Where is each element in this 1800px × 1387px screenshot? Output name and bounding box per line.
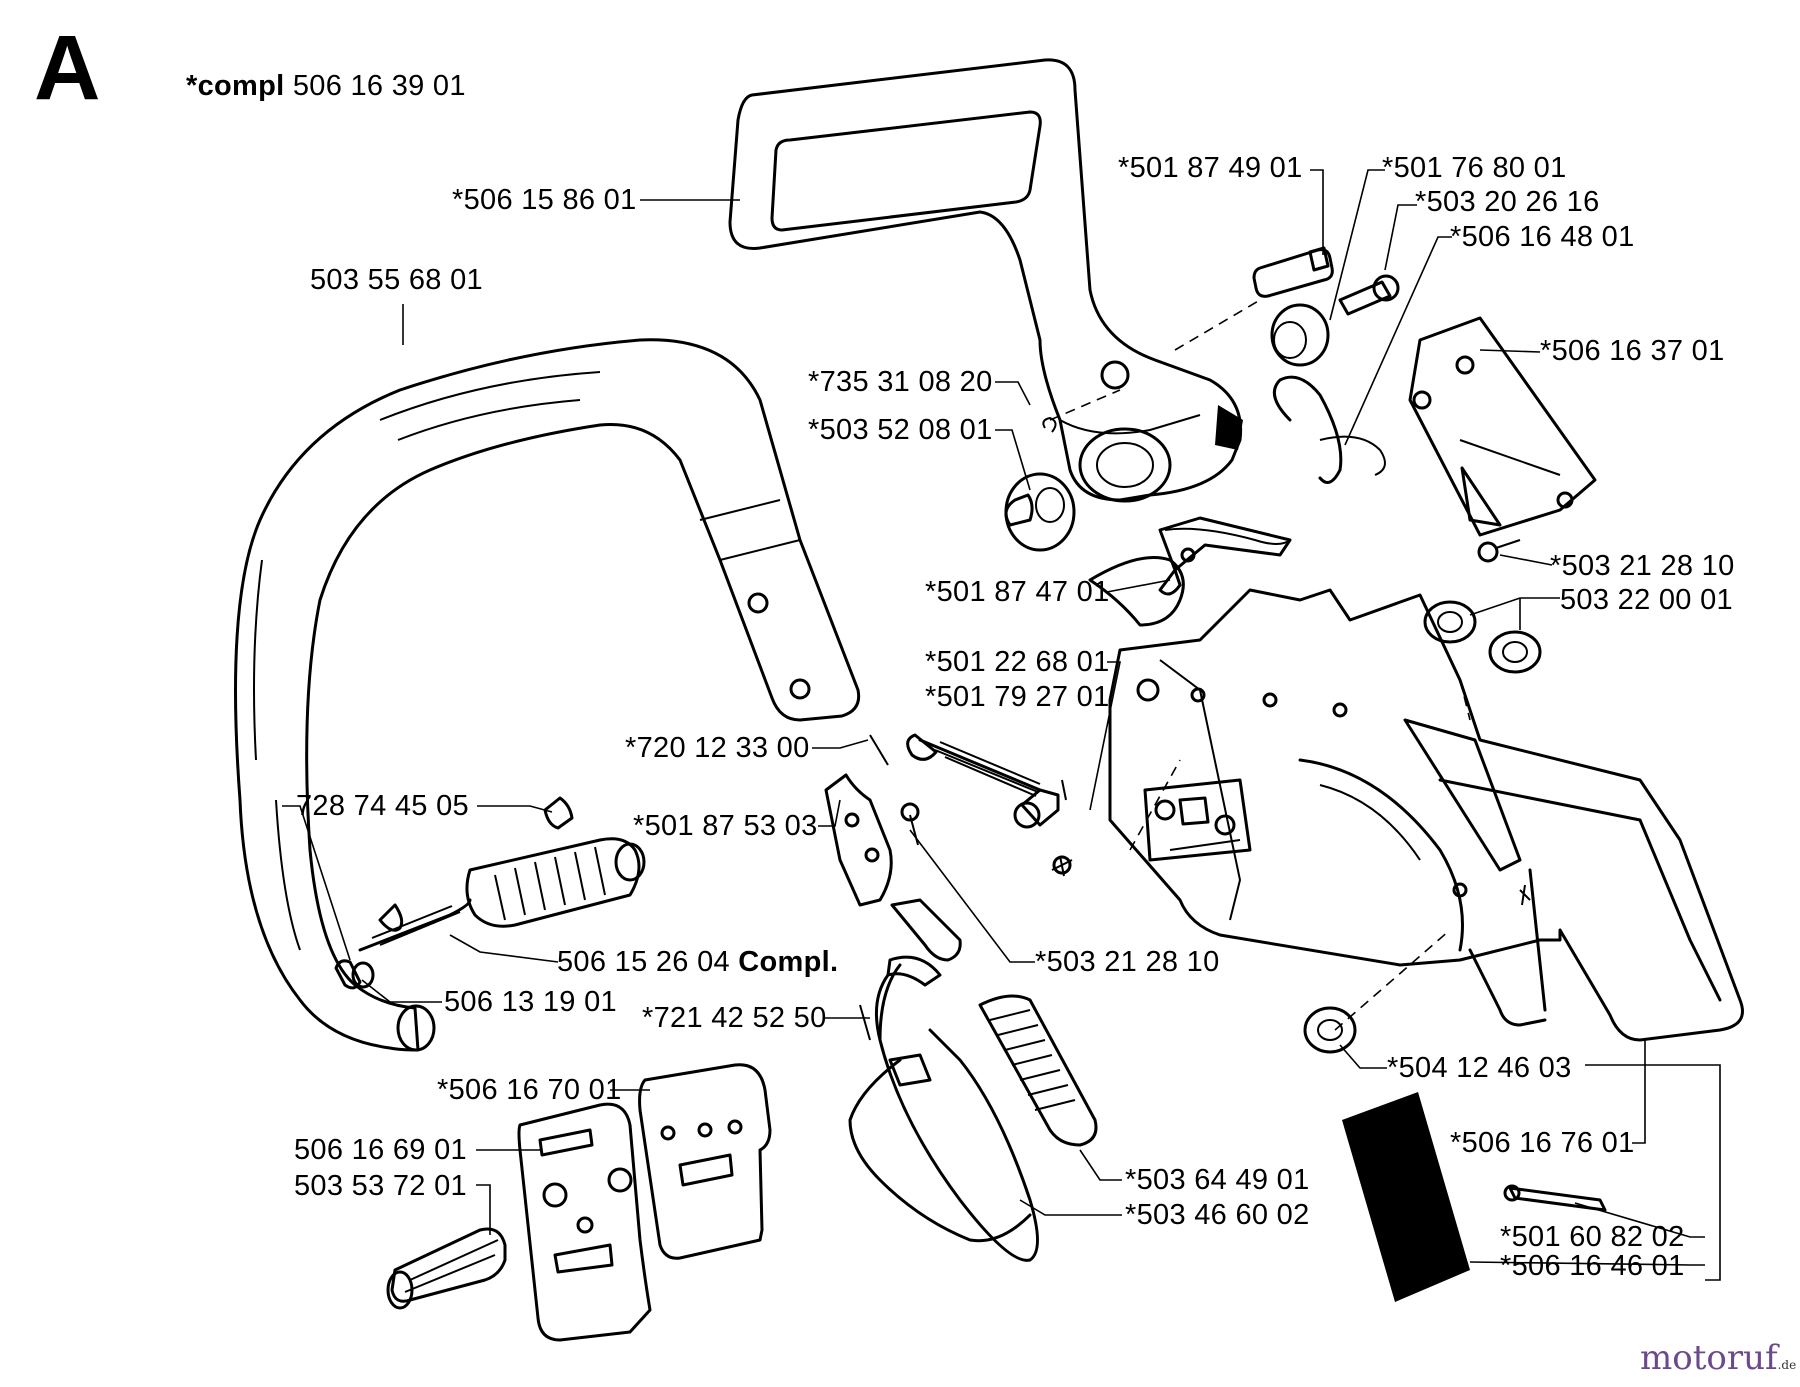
leader-lines xyxy=(282,169,1721,1281)
label-cover-506163701: *506 16 37 01 xyxy=(1540,335,1725,367)
label-rivet-501608202: *501 60 82 02 xyxy=(1500,1221,1685,1253)
label-band-503466002: *503 46 60 02 xyxy=(1125,1199,1310,1231)
small-parts-drawing xyxy=(824,733,1073,1041)
label-ring-735310820: *735 31 08 20 xyxy=(808,366,993,398)
label-screw-503212810-top: *503 21 28 10 xyxy=(1550,550,1735,582)
label-bushing-503520801: *503 52 08 01 xyxy=(808,414,993,446)
brake-band-drawing xyxy=(848,955,1039,1262)
assembly-header-number: 506 16 39 01 xyxy=(292,70,466,102)
label-nut-503220001: 503 22 00 01 xyxy=(1560,584,1733,616)
label-screw-503202616: *503 20 26 16 xyxy=(1415,186,1600,218)
label-spring-506164801: *506 16 48 01 xyxy=(1450,221,1635,253)
label-pin-720123300: *720 12 33 00 xyxy=(625,732,810,764)
label-lever-501874701: *501 87 47 01 xyxy=(925,576,1110,608)
label-bushing-501768001: *501 76 80 01 xyxy=(1382,152,1567,184)
label-handle-bar: 503 55 68 01 xyxy=(310,264,483,296)
plates-drawing xyxy=(386,1063,772,1342)
section-letter: A xyxy=(34,17,101,119)
label-buffer-506152604: 506 15 26 04 Compl. xyxy=(557,946,838,978)
label-buffer-number: 506 15 26 04 xyxy=(557,946,730,978)
label-pin-721425250: *721 42 52 50 xyxy=(642,1002,827,1034)
label-guard-506167601: *506 16 76 01 xyxy=(1450,1127,1635,1159)
label-buffer-compl: Compl. xyxy=(738,946,839,978)
label-screw-506131901: 506 13 19 01 xyxy=(444,986,617,1018)
label-plate-506166901: 506 16 69 01 xyxy=(294,1134,467,1166)
watermark-suffix: .de xyxy=(1777,1358,1797,1372)
label-plate-506164601: *506 16 46 01 xyxy=(1500,1250,1685,1282)
label-screw-503212810-mid: *503 21 28 10 xyxy=(1035,946,1220,978)
label-nut-504124603: *504 12 46 03 xyxy=(1387,1052,1572,1084)
assembly-header-prefix: *compl xyxy=(186,70,285,102)
watermark-text: motoruf xyxy=(1640,1338,1778,1378)
label-cap-728744505: 728 74 45 05 xyxy=(296,790,469,822)
watermark: motoruf.de xyxy=(1640,1338,1796,1378)
label-screw-501874901: *501 87 49 01 xyxy=(1118,152,1303,184)
label-screw-501226801: *501 22 68 01 xyxy=(925,646,1110,678)
lower-right-parts xyxy=(1303,1006,1607,1302)
label-front-handle: *506 15 86 01 xyxy=(452,184,637,216)
handle-bar-drawing xyxy=(234,338,861,1052)
buffer-drawing xyxy=(334,796,1098,1147)
assembly-lines xyxy=(1049,299,1471,1031)
housing-drawing xyxy=(1088,516,1744,1042)
top-right-hardware xyxy=(1004,246,1597,674)
label-bolt-503537201: 503 53 72 01 xyxy=(294,1170,467,1202)
label-spring-503644901: *503 64 49 01 xyxy=(1125,1164,1310,1196)
label-link-501875303: *501 87 53 03 xyxy=(633,810,818,842)
front-handle-drawing xyxy=(728,58,1243,503)
assembly-header: *compl 506 16 39 01 xyxy=(186,70,466,102)
label-nut-501792701: *501 79 27 01 xyxy=(925,681,1110,713)
label-plate-506167001: *506 16 70 01 xyxy=(437,1074,622,1106)
